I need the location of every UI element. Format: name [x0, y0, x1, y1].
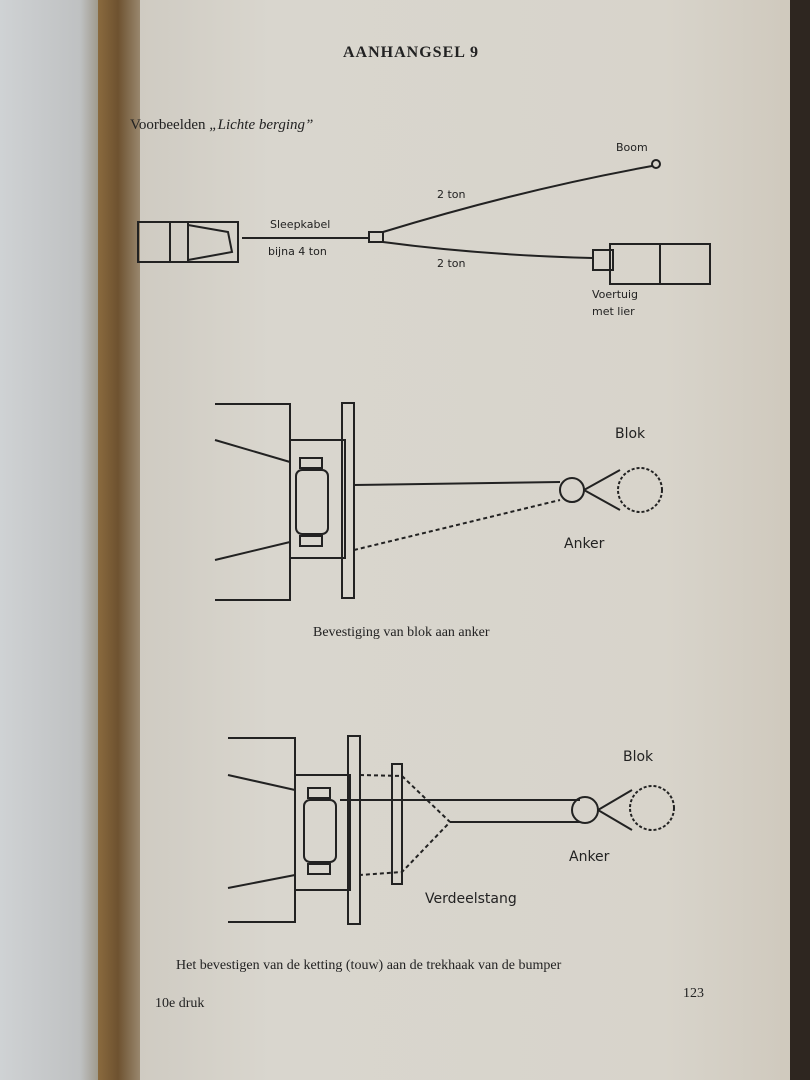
- book-page: [140, 0, 795, 1080]
- pulley: [368, 231, 384, 243]
- tree-anchor-icon: [651, 159, 661, 169]
- label-vehicle-1: Voertuig: [592, 288, 639, 301]
- label-upper-load: 2 ton: [437, 188, 466, 201]
- caption-bumper-hook: Het bevestigen van de ketting (touw) aan…: [176, 958, 562, 973]
- label-anchor: Anker: [564, 536, 605, 552]
- section-heading: Voorbeelden „Lichte berging”: [130, 117, 313, 134]
- facing-page: [0, 0, 100, 1080]
- diagram-light-recovery: [137, 159, 711, 285]
- label-boom: Boom: [616, 141, 648, 154]
- label-cable-load: bijna 4 ton: [268, 245, 327, 258]
- background-edge: [790, 0, 810, 1080]
- page-number: 123: [683, 986, 704, 1001]
- label-vehicle-2: met lier: [592, 305, 635, 318]
- diagram-block-anchor: [214, 402, 663, 601]
- diagram-bumper-hook: [227, 735, 675, 925]
- label-block-2: Blok: [623, 749, 654, 765]
- label-cable: Sleepkabel: [270, 218, 331, 231]
- winch-drum: [295, 469, 329, 535]
- section-heading-prefix: Voorbeelden: [130, 117, 210, 133]
- label-distribution-bar: Verdeelstang: [425, 891, 517, 907]
- label-block: Blok: [615, 426, 646, 442]
- edition-note: 10e druk: [155, 996, 205, 1011]
- label-anchor-2: Anker: [569, 849, 610, 865]
- caption-block-anchor: Bevestiging van blok aan anker: [313, 625, 490, 640]
- anchor-wheel: [617, 467, 663, 513]
- block-pulley: [559, 477, 585, 503]
- section-heading-italic: „Lichte berging”: [209, 117, 314, 133]
- label-lower-load: 2 ton: [437, 257, 466, 270]
- cable-to-tree: [382, 165, 653, 233]
- page-title: AANHANGSEL 9: [343, 44, 480, 61]
- cable-to-winch: [382, 241, 593, 259]
- distribution-bar: [391, 763, 403, 885]
- book-gutter: [98, 0, 148, 1080]
